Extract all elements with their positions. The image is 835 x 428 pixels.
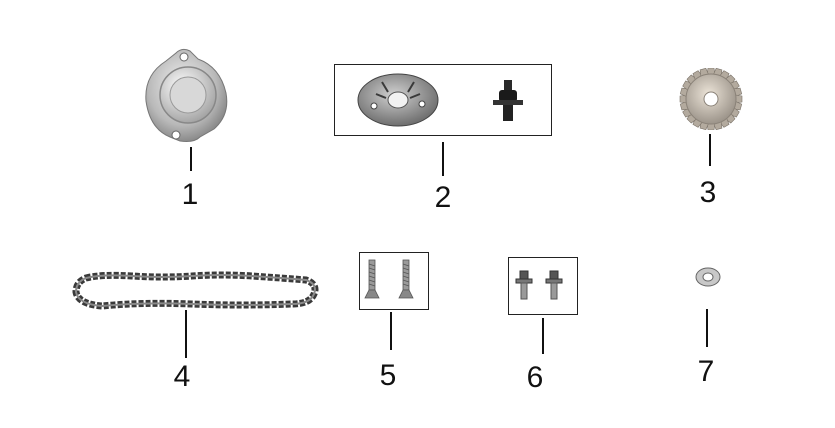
part-number-1: 1 [181, 178, 199, 211]
leader-line-5 [390, 312, 392, 350]
leader-line-4 [185, 310, 187, 358]
part-number-3: 3 [699, 176, 717, 209]
oil-pump-cover-icon [145, 48, 228, 142]
part-6 [512, 268, 570, 304]
part-7[interactable] [694, 266, 722, 288]
oil-pump-sprocket-icon [679, 68, 743, 130]
oil-pump-rotor-set-icon [357, 73, 439, 127]
leader-line-6 [542, 318, 544, 354]
leader-line-7 [706, 309, 708, 347]
part-3[interactable] [664, 68, 758, 130]
countersunk-screw-icon [364, 259, 414, 299]
part-number-7: 7 [697, 355, 715, 388]
rotor-shaft-icon [493, 80, 523, 121]
part-2 [352, 70, 442, 130]
part-6-box[interactable] [508, 257, 578, 315]
part-number-6: 6 [526, 361, 544, 394]
drive-chain-icon [72, 271, 319, 310]
part-2-shaft [490, 78, 526, 124]
leader-line-2 [442, 142, 444, 176]
part-5 [361, 256, 425, 306]
part-number-4: 4 [173, 360, 191, 393]
part-number-2: 2 [434, 181, 452, 214]
part-4[interactable] [72, 270, 320, 312]
flange-bolt-icon [515, 270, 563, 300]
washer-icon [695, 267, 721, 287]
leader-line-1 [190, 147, 192, 171]
part-number-5: 5 [379, 359, 397, 392]
leader-line-3 [709, 134, 711, 166]
part-1[interactable] [136, 45, 236, 145]
